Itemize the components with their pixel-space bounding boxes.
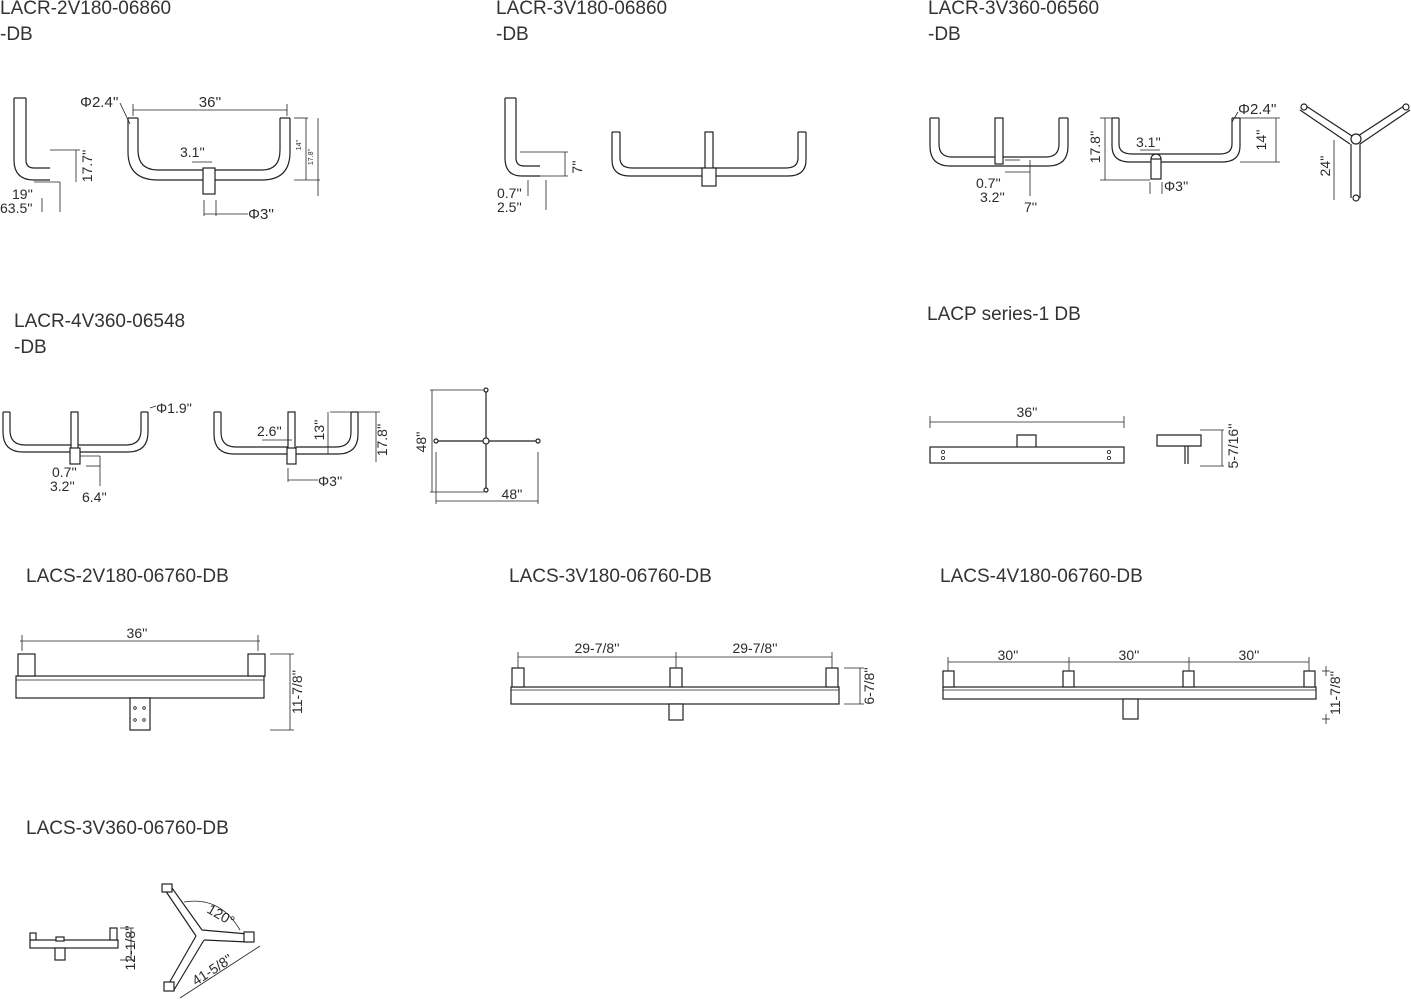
dim-d1: 0.7'' <box>976 175 1001 191</box>
dim-span: 24'' <box>1317 156 1333 177</box>
title-lacs-2v180: LACS-2V180-06760-DB <box>26 566 229 587</box>
dim-height-arm: 13'' <box>311 420 327 441</box>
dim-height: 7'' <box>569 160 585 173</box>
title-lacr-2v180: LACR-2V180-06860 -DB <box>0 0 172 45</box>
dim-height: 11-7/8'' <box>1327 671 1343 715</box>
dim-w1: 30'' <box>998 647 1019 663</box>
drawing-lacr-3v180: 7'' 0.7'' 2.5'' <box>497 97 807 215</box>
dim-height: 6-7/8'' <box>861 667 877 704</box>
title-lacs-3v360: LACS-3V360-06760-DB <box>26 818 229 839</box>
title-lacr-3v360: LACR-3V360-06560 -DB <box>928 0 1100 45</box>
title-lacr-4v360: LACR-4V360-06548 -DB <box>14 311 186 358</box>
dim-d2: 3.2'' <box>980 189 1005 205</box>
drawing-lacs-2v180: 36'' 11-7/8'' <box>15 625 305 731</box>
drawing-lacp-series-1: 36'' 5-7/16'' <box>929 404 1241 469</box>
dim-length: 41-5/8'' <box>189 951 235 989</box>
drawing-lacs-3v360: 12-1/8'' 120° 41-5/8'' <box>29 883 261 999</box>
dim-w2: 29-7/8'' <box>732 640 777 656</box>
dim-w2: 30'' <box>1119 647 1140 663</box>
dim-d1: 0.7'' <box>497 185 522 201</box>
dim-d2: 2.5'' <box>497 199 522 215</box>
drawing-lacs-3v180: 29-7/8'' 29-7/8'' 6-7/8'' <box>510 640 877 721</box>
title-lacs-3v180: LACS-3V180-06760-DB <box>509 566 712 587</box>
dim-height: 11-7/8'' <box>289 670 305 714</box>
dim-dia-arm: Φ2.4'' <box>1238 101 1277 118</box>
dim-height: 17.8'' <box>1087 131 1103 164</box>
dim-dia-arm: Φ1.9'' <box>156 400 192 416</box>
top-view-4v360: 48'' 48'' <box>413 387 541 504</box>
dim-d2: 63.5'' <box>0 200 33 216</box>
dim-height-side: 17.7'' <box>79 150 95 183</box>
dim-width: 36'' <box>1017 404 1038 420</box>
dim-offset: 2.6'' <box>257 423 282 439</box>
dim-height: 5-7/16'' <box>1225 423 1241 468</box>
title-lacs-4v180: LACS-4V180-06760-DB <box>940 566 1143 587</box>
dim-height-front: 14'' <box>296 140 303 150</box>
top-view-3v360: 24'' <box>1299 103 1411 202</box>
dim-offset: 3.1'' <box>1136 134 1161 150</box>
dim-span-h: 48'' <box>502 486 523 502</box>
drawing-lacr-2v180: 17.7'' 19'' 63.5'' 36'' Φ2.4'' 3.1'' 14'… <box>0 94 320 223</box>
dim-height: 17.8'' <box>374 424 390 457</box>
dim-d3: 6.4'' <box>82 489 107 505</box>
dim-height: 12-1/8'' <box>122 925 138 970</box>
dim-span-v: 48'' <box>413 432 429 453</box>
dim-d2: 3.2'' <box>50 478 75 494</box>
drawing-lacr-4v360: Φ1.9'' 0.7'' 3.2'' 6.4'' 2.6'' 13'' 17.8… <box>2 387 541 505</box>
title-lacr-3v180: LACR-3V180-06860 -DB <box>496 0 668 45</box>
dim-angle: 120° <box>205 901 238 929</box>
drawing-lacr-3v360: 0.7'' 3.2'' 7'' 17.8'' 3.1'' Φ3'' 14'' Φ… <box>929 101 1411 215</box>
dim-d1: 0.7'' <box>52 464 77 480</box>
dim-dia-base: Φ3'' <box>248 206 274 223</box>
dim-width: 36'' <box>199 94 222 111</box>
dim-d1: 19'' <box>12 186 33 202</box>
drawing-lacs-4v180: 30'' 30'' 30'' 11-7/8'' <box>942 647 1343 724</box>
dim-dia-base: Φ3'' <box>1164 178 1188 194</box>
dim-height-arm: 14'' <box>1253 130 1269 151</box>
dim-height-front2: 17.8'' <box>308 149 315 165</box>
dim-w1: 29-7/8'' <box>574 640 619 656</box>
dim-offset: 3.1'' <box>180 144 205 160</box>
dim-dia-arm: Φ2.4'' <box>80 94 119 111</box>
dim-d3: 7'' <box>1024 199 1037 215</box>
dim-width: 36'' <box>127 625 148 641</box>
title-lacp-series-1: LACP series-1 DB <box>927 304 1081 325</box>
dim-dia-base: Φ3'' <box>318 473 342 489</box>
dim-w3: 30'' <box>1239 647 1260 663</box>
